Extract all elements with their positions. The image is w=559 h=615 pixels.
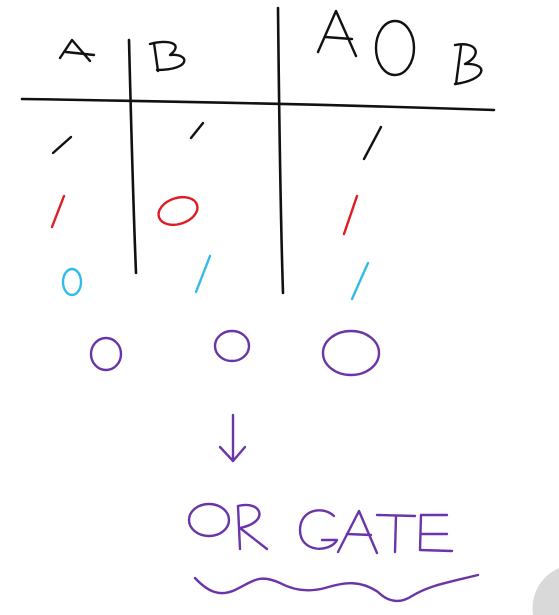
row3-a-zero — [61, 267, 83, 297]
header-underline — [20, 97, 496, 112]
column-divider-2 — [276, 6, 285, 295]
corner-circle-decoration — [532, 568, 559, 615]
row2-out-one — [342, 194, 359, 236]
row1-b-one — [189, 121, 205, 140]
row2-b-zero — [157, 195, 199, 227]
row1-a-one — [51, 135, 73, 155]
row3-b-one — [194, 254, 212, 294]
row2-a-one — [50, 194, 66, 229]
row4-b-zero — [213, 329, 251, 363]
header-b — [148, 40, 186, 73]
header-a-op-b — [316, 9, 483, 86]
column-divider-1 — [127, 38, 138, 275]
underline-squiggle — [193, 573, 480, 603]
row1-out-one — [362, 125, 383, 161]
down-arrow — [218, 413, 247, 463]
row4-a-zero — [89, 336, 123, 372]
truth-table-grid — [20, 6, 496, 295]
row3-out-one — [350, 261, 370, 301]
row4-out-zero — [321, 329, 381, 377]
header-a — [58, 38, 96, 63]
or-gate-label — [187, 502, 454, 555]
truth-table-rows — [50, 121, 383, 377]
